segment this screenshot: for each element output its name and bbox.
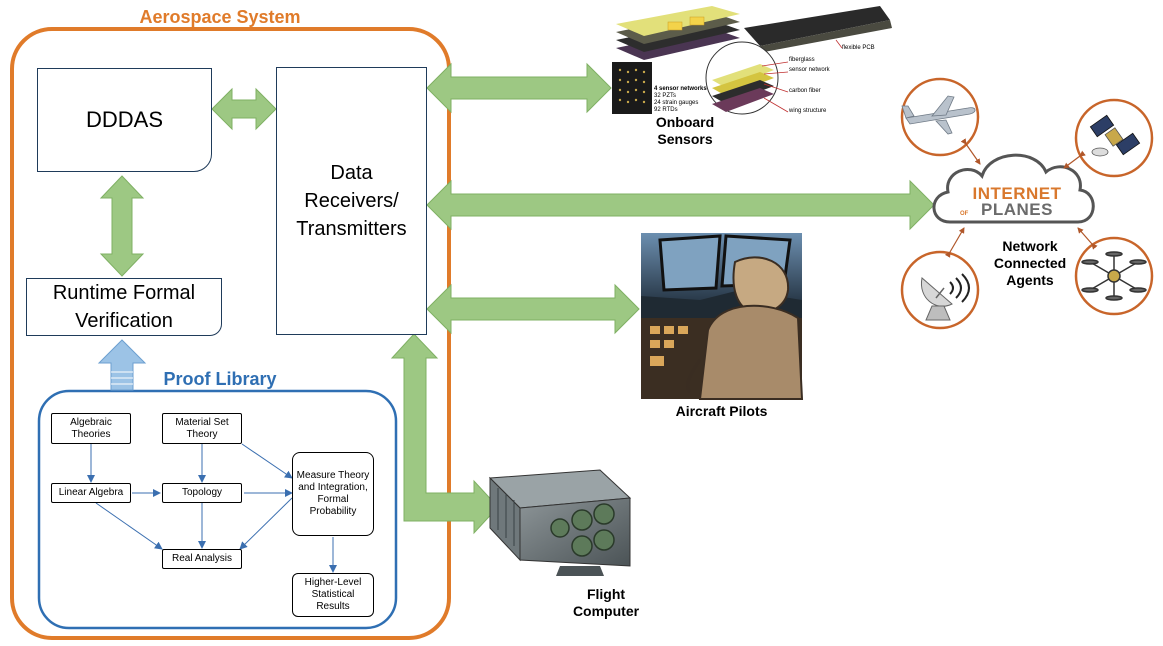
arrow-dddas-datarx [211, 87, 277, 131]
proof-to-rfv-arrow [97, 339, 147, 391]
node-real-label: Real Analysis [171, 553, 233, 564]
cloud-icon [932, 153, 1095, 224]
sensor-networks-caption: 4 sensor networks 32 PZTs 24 strain gaug… [654, 86, 714, 114]
data-receivers-line3: Transmitters [296, 218, 407, 240]
arrow-datarx-iop [426, 179, 935, 231]
internet-of-planes-logo: INTERNET OF PLANES [960, 184, 1072, 219]
onboard-sensors-line1: Onboard [655, 114, 715, 130]
green-arrows [99, 62, 935, 535]
node-algebraic-label: Algebraic Theories [70, 416, 112, 440]
node-algebraic-theories: Algebraic Theories [51, 413, 131, 444]
node-higher-label: Higher-Level Statistical Results [304, 577, 362, 612]
aircraft-pilots-label: Aircraft Pilots [675, 403, 768, 419]
pilot-cockpit-image [641, 233, 804, 400]
proof-graph-edges [87, 443, 337, 573]
sensor-network-strain: 24 strain gauges [654, 100, 699, 106]
radar-agent-circle [900, 250, 980, 330]
node-topology-label: Topology [181, 487, 223, 498]
arrow-datarx-flightcomputer [390, 333, 499, 535]
data-receivers-line2: Receivers/ [304, 190, 399, 212]
sensor-network-pzt: 32 PZTs [654, 93, 677, 99]
aerospace-system-title: Aerospace System [139, 7, 301, 27]
proof-library-boundary [37, 389, 398, 630]
network-agents-label: Network Connected Agents [980, 238, 1080, 289]
flight-computer-line2: Computer [572, 603, 640, 619]
iop-of: OF [960, 211, 969, 217]
data-receivers-line1: Data [330, 162, 373, 184]
airplane-icon [901, 95, 976, 135]
layer-sensor-network: sensor network [789, 67, 830, 73]
arrow-datarx-sensors [426, 62, 612, 114]
node-linear-algebra: Linear Algebra [51, 483, 131, 503]
satellite-icon [1089, 114, 1141, 157]
node-real-analysis: Real Analysis [162, 549, 242, 569]
iop-planes-row: OF PLANES [960, 200, 1072, 219]
rfv-line2: Verification [75, 310, 173, 332]
network-agents-line2: Connected [993, 255, 1067, 271]
iop-planes: PLANES [981, 200, 1053, 219]
sensor-network-rtd: 92 RTDs [654, 107, 678, 113]
node-measure-label: Measure Theory and Integration, Formal P… [296, 470, 370, 517]
data-receivers-box: Data Receivers/ Transmitters [276, 67, 427, 335]
dddas-box: DDDAS [37, 68, 212, 172]
sensor-networks-title: 4 sensor networks [654, 86, 707, 92]
rfv-line1: Runtime Formal [52, 282, 196, 304]
aerospace-system-boundary [10, 27, 451, 640]
flight-computer-line1: Flight [586, 586, 626, 602]
arrow-datarx-pilots [426, 283, 640, 335]
network-agents-line1: Network [1002, 238, 1058, 254]
iop-internet: INTERNET [972, 184, 1062, 203]
flight-computer-image [488, 469, 632, 576]
layer-carbon-fiber: carbon fiber [789, 88, 821, 94]
node-topology: Topology [162, 483, 242, 503]
drone-icon [1081, 251, 1147, 301]
onboard-sensors-label: Onboard Sensors [630, 114, 740, 148]
arrow-dddas-rfv [99, 175, 145, 277]
network-agents-line3: Agents [1006, 272, 1054, 288]
node-measure-theory: Measure Theory and Integration, Formal P… [292, 452, 374, 536]
node-material-set-theory: Material Set Theory [162, 413, 242, 444]
proof-library-title: Proof Library [163, 369, 277, 389]
runtime-formal-verification-box: Runtime Formal Verification [26, 278, 222, 336]
dddas-label: DDDAS [85, 107, 163, 132]
agent-link-arrows [944, 138, 1098, 258]
layer-fiberglass: fiberglass [789, 57, 815, 63]
layer-wing-structure: wing structure [789, 108, 827, 114]
flexible-pcb-label: flexible PCB [842, 45, 875, 51]
radar-dish-icon [920, 273, 970, 321]
node-higher-level-results: Higher-Level Statistical Results [292, 573, 374, 617]
node-material-label: Material Set Theory [175, 416, 229, 440]
node-linear-label: Linear Algebra [58, 487, 124, 498]
onboard-sensors-line2: Sensors [657, 131, 713, 147]
flight-computer-label: Flight Computer [556, 586, 656, 620]
sensor-layers-image [610, 6, 892, 115]
